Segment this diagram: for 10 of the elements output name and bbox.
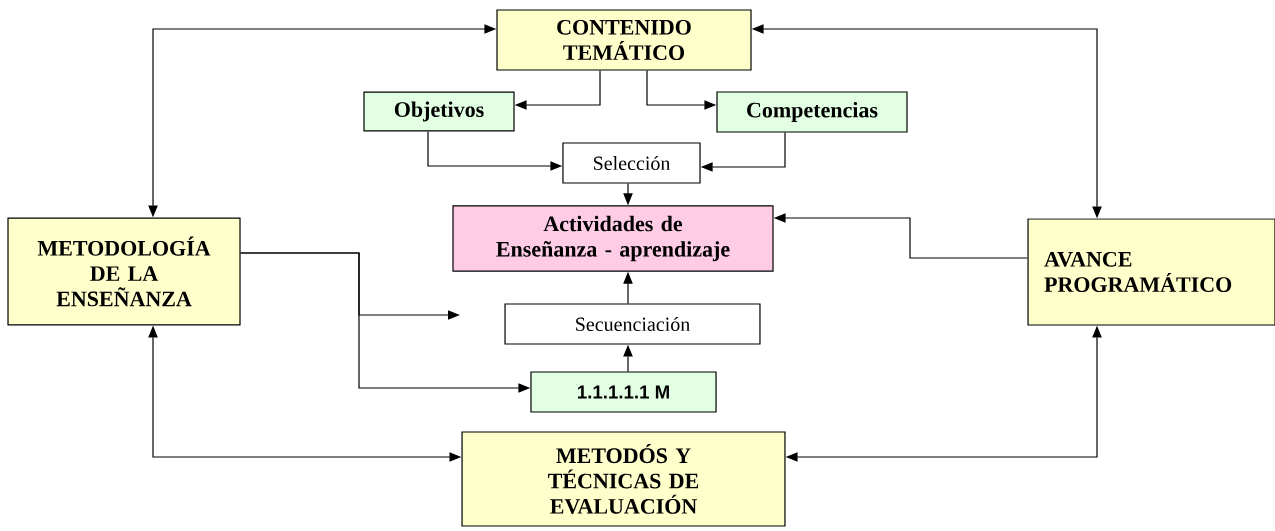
topic-box: CONTENIDO TEMÁTICO [496, 9, 752, 71]
methodology-box: METODOLOGÍA DE LA ENSEÑANZA [7, 217, 241, 326]
sequencing-box: Secuenciación [504, 303, 761, 345]
numbered-box: 1.1.1.1.1 M [530, 371, 717, 413]
competence-box: Competencias [716, 91, 908, 133]
evaluation-box: METODÓS Y TÉCNICAS DE EVALUACIÓN [461, 431, 786, 527]
progress-box: AVANCE PROGRAMÁTICO [1027, 218, 1275, 326]
objective-box: Objetivos [363, 91, 515, 132]
selection-box: Selección [562, 142, 701, 184]
activities-box: Actividades de Enseñanza - aprendizaje [452, 205, 774, 272]
